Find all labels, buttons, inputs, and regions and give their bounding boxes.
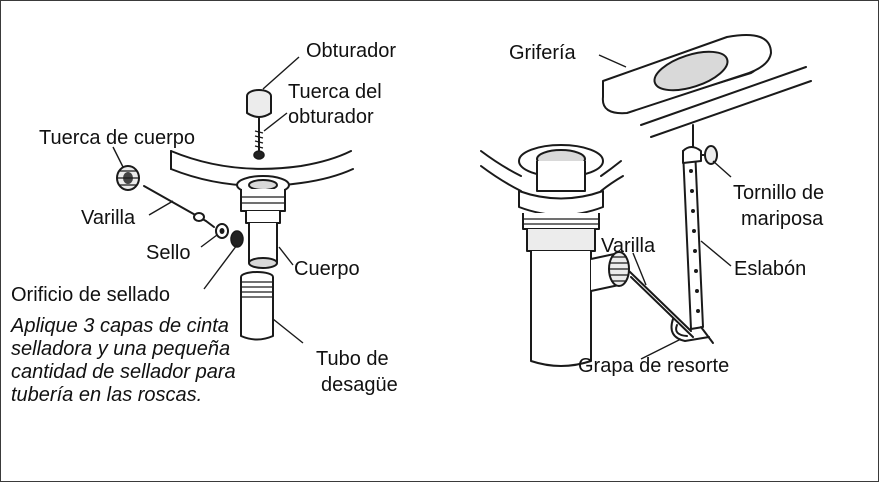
label-tornillo-mariposa-line2: mariposa: [741, 208, 824, 230]
label-orificio-sellado: Orificio de sellado: [11, 284, 170, 306]
seal-washer: [215, 223, 244, 248]
label-varilla-right: Varilla: [601, 235, 656, 257]
label-tornillo-mariposa-line1: Tornillo de: [733, 182, 825, 204]
pivot-rod-left: [143, 185, 215, 228]
label-griferia: Grifería: [509, 42, 576, 64]
label-cuerpo: Cuerpo: [294, 258, 360, 280]
label-tuerca-obturador-line2: obturador: [288, 106, 374, 128]
tailpiece-tube: [240, 271, 274, 341]
right-leaders: [598, 54, 732, 360]
thumb-screw: [682, 145, 718, 165]
label-varilla-left: Varilla: [81, 207, 136, 229]
label-tuerca-obturador-line1: Tuerca del: [288, 81, 382, 103]
left-leaders: [112, 56, 304, 344]
spring-clip: [670, 318, 714, 344]
label-tubo-desague-line2: desagüe: [321, 374, 398, 396]
right-pivot-rod: [628, 270, 694, 338]
clevis-strap: [682, 148, 704, 330]
stopper-part: [246, 89, 272, 160]
sealant-instruction-note: Aplique 3 capas de cinta selladora y una…: [11, 315, 236, 406]
label-grapa-resorte: Grapa de resorte: [578, 355, 730, 377]
label-eslabon: Eslabón: [734, 258, 807, 280]
drain-flange-body: [236, 175, 290, 269]
installed-drain-body: [518, 144, 630, 367]
countertop-lines: [640, 66, 812, 138]
label-obturador: Obturador: [306, 40, 397, 62]
label-tubo-desague-line1: Tubo de: [316, 348, 389, 370]
label-sello: Sello: [146, 242, 191, 264]
label-tuerca-cuerpo: Tuerca de cuerpo: [39, 127, 196, 149]
faucet-plate: [601, 34, 772, 115]
body-nut-part: [116, 165, 140, 191]
right-sink-basin: [480, 150, 624, 192]
